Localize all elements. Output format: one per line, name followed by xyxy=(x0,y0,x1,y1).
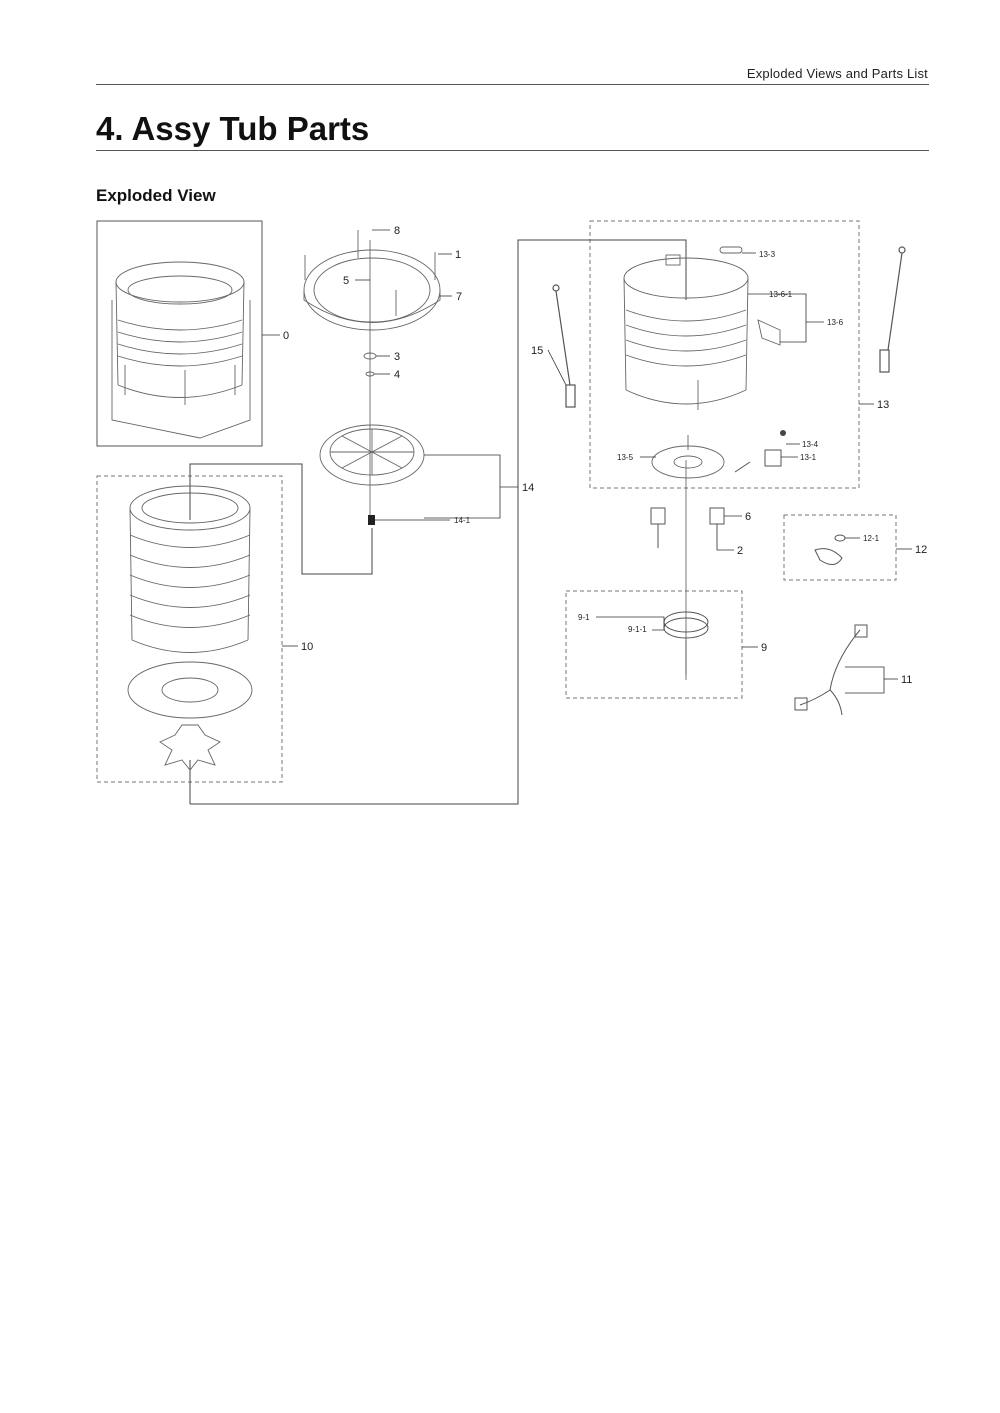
part-label-14-1: 14-1 xyxy=(454,516,471,525)
part-label-13-6: 13-6 xyxy=(827,318,844,327)
group-box-9 xyxy=(565,590,743,699)
screw-drawing xyxy=(780,430,786,436)
section-heading: Exploded View xyxy=(96,186,216,205)
assembled-tub-drawing xyxy=(111,261,251,439)
page-title: 4. Assy Tub Parts xyxy=(96,110,370,147)
spin-basket-drawing xyxy=(127,485,253,771)
tub-cover-drawing xyxy=(303,230,441,331)
assembled-tub-frame xyxy=(96,220,263,447)
tub-bracket-drawing xyxy=(757,319,781,346)
part-label-6: 6 xyxy=(745,511,751,523)
bearing-housing-drawing xyxy=(651,435,725,479)
part-label-2: 2 xyxy=(737,545,743,557)
part-label-3: 3 xyxy=(394,351,400,363)
part-label-9-1: 9-1 xyxy=(578,613,590,622)
tub-clip-drawing xyxy=(719,246,743,254)
part-label-9-1-1: 9-1-1 xyxy=(628,625,647,634)
part-label-12-1: 12-1 xyxy=(863,534,880,543)
part-label-13-5: 13-5 xyxy=(617,453,634,462)
assembly-connector-line xyxy=(190,239,687,805)
part-label-14: 14 xyxy=(522,482,534,494)
header-rule xyxy=(96,84,929,85)
part-label-13-3: 13-3 xyxy=(759,250,776,259)
part-label-13-4: 13-4 xyxy=(802,440,819,449)
assembly-connector-line xyxy=(189,463,373,575)
suspension-rod-drawing xyxy=(552,284,576,408)
part-label-10: 10 xyxy=(301,641,313,653)
part-label-15: 15 xyxy=(531,345,543,357)
part-label-13-1: 13-1 xyxy=(800,453,817,462)
pulsator-drawing xyxy=(319,424,425,486)
drain-hose-drawing xyxy=(814,534,846,565)
title-rule xyxy=(96,150,929,151)
part-label-8: 8 xyxy=(394,225,400,237)
pump-clamp-drawing xyxy=(764,449,782,467)
group-box-12 xyxy=(783,514,897,581)
part-label-11: 11 xyxy=(901,674,912,686)
pulsator-bolt-drawing xyxy=(368,515,375,525)
part-label-1: 1 xyxy=(455,249,461,261)
part-label-13-6-1: 13-6-1 xyxy=(769,290,793,299)
wire-harness-drawing xyxy=(794,624,868,716)
suspension-rod-drawing xyxy=(879,246,906,373)
group-box-13 xyxy=(589,220,860,489)
leader-lines xyxy=(262,229,912,694)
part-label-7: 7 xyxy=(456,291,462,303)
running-header: Exploded Views and Parts List xyxy=(746,66,928,81)
damper-foot-drawing xyxy=(650,507,725,548)
part-label-5: 5 xyxy=(343,275,349,287)
part-label-9: 9 xyxy=(761,642,767,654)
part-label-13: 13 xyxy=(877,399,889,411)
outer-tub-drawing xyxy=(623,254,749,410)
screw-drawing xyxy=(734,461,751,473)
part-label-0: 0 xyxy=(283,330,289,342)
part-label-4: 4 xyxy=(394,369,400,381)
group-box-10 xyxy=(96,475,283,783)
part-label-12: 12 xyxy=(915,544,927,556)
